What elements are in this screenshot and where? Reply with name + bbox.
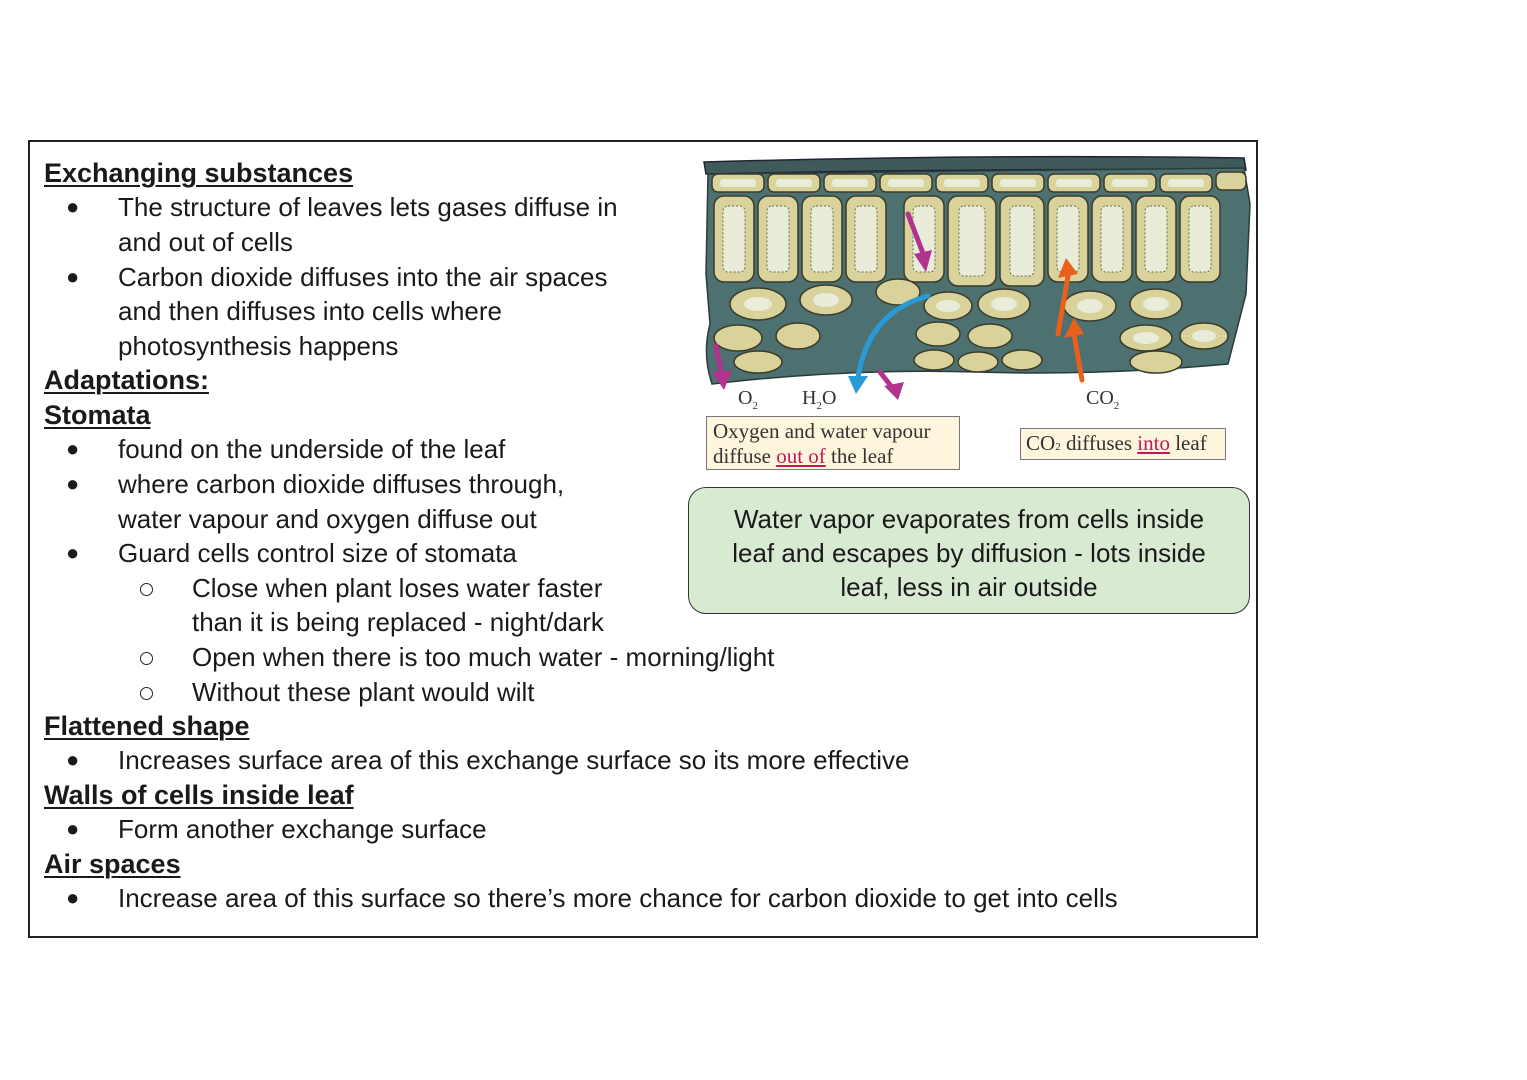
exchanging-bullet-1-line-1: The structure of leaves lets gases diffu… (118, 192, 618, 222)
heading-exchanging-substances: Exchanging substances (44, 158, 354, 188)
note-line-1: Water vapor evaporates from cells inside (733, 504, 1205, 534)
caption-into-leaf: CO2 diffuses into leaf (1020, 428, 1226, 460)
caption-out-line-1: Oxygen and water vapour (713, 419, 931, 443)
caption-out-line-2: diffuse out of the leaf (713, 444, 894, 468)
leaf-cross-section-diagram: O2 H2O CO2 (703, 155, 1251, 412)
label-water: H2O (802, 387, 836, 412)
bullet-dot: ● (66, 194, 80, 219)
heading-air-spaces: Air spaces (44, 849, 181, 879)
stomata-bullet-2-line-1: where carbon dioxide diffuses through, (118, 469, 565, 499)
water-vapor-note: Water vapor evaporates from cells inside… (688, 487, 1250, 614)
sub-bullet-circle (140, 687, 153, 700)
document-page: Exchanging substances ● The structure of… (28, 140, 1258, 938)
stomata-bullet-2-line-2: water vapour and oxygen diffuse out (118, 504, 537, 534)
stomata-sub-3: Without these plant would wilt (192, 677, 535, 707)
stomata-bullet-1: found on the underside of the leaf (118, 434, 506, 464)
bullet-dot: ● (66, 540, 80, 565)
sub-bullet-circle (140, 652, 153, 665)
exchanging-bullet-2-line-2: and then diffuses into cells where (118, 296, 502, 326)
bullet-dot: ● (66, 747, 80, 772)
exchanging-bullet-2-line-1: Carbon dioxide diffuses into the air spa… (118, 262, 608, 292)
bullet-dot: ● (66, 436, 80, 461)
heading-walls-of-cells: Walls of cells inside leaf (44, 780, 354, 810)
bullet-dot: ● (66, 885, 80, 910)
stomata-sub-2: Open when there is too much water - morn… (192, 642, 775, 672)
exchanging-bullet-2-line-3: photosynthesis happens (118, 331, 399, 361)
note-line-3: leaf, less in air outside (840, 572, 1098, 602)
heading-flattened-shape: Flattened shape (44, 711, 250, 741)
stomata-sub-1-line-2: than it is being replaced - night/dark (192, 607, 604, 637)
exchanging-bullet-1-line-2: and out of cells (118, 227, 293, 257)
walls-bullet-1: Form another exchange surface (118, 814, 487, 844)
stomata-bullet-3: Guard cells control size of stomata (118, 538, 517, 568)
label-carbon-dioxide: CO2 (1086, 387, 1119, 412)
stomata-sub-1-line-1: Close when plant loses water faster (192, 573, 603, 603)
air-bullet-1: Increase area of this surface so there’s… (118, 883, 1118, 913)
heading-stomata: Stomata (44, 400, 151, 430)
sub-bullet-circle (140, 583, 153, 596)
bullet-dot: ● (66, 471, 80, 496)
note-line-2: leaf and escapes by diffusion - lots ins… (732, 538, 1206, 568)
flattened-bullet-1: Increases surface area of this exchange … (118, 745, 910, 775)
caption-out-of-leaf: Oxygen and water vapour diffuse out of t… (706, 416, 960, 470)
bullet-dot: ● (66, 264, 80, 289)
heading-adaptations: Adaptations: (44, 365, 209, 395)
label-oxygen: O2 (738, 387, 758, 412)
bullet-dot: ● (66, 816, 80, 841)
